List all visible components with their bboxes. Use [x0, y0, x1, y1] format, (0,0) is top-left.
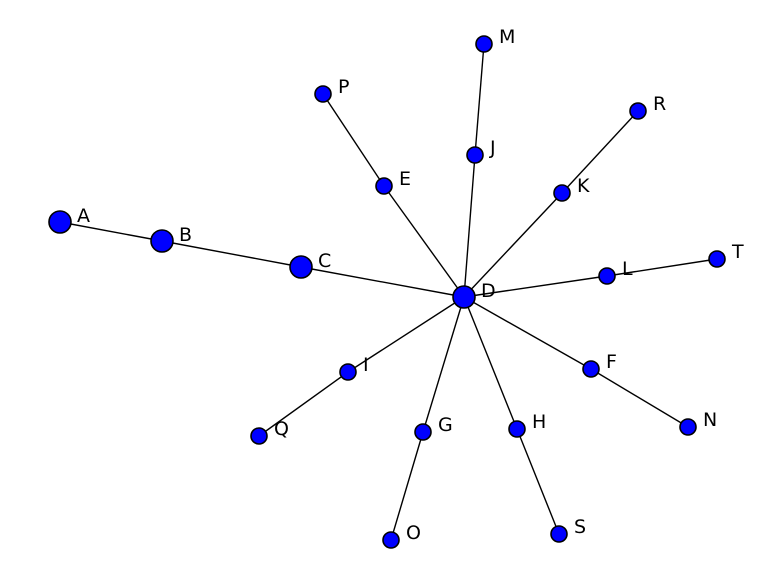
edge-f-n — [590, 368, 689, 428]
node-label-n: N — [703, 409, 717, 431]
edge-h-s — [516, 428, 560, 535]
node-h — [508, 420, 526, 438]
node-label-o: O — [406, 522, 421, 544]
node-m — [475, 35, 493, 53]
node-e — [375, 177, 393, 195]
edge-j-m — [474, 43, 485, 156]
node-g — [414, 423, 432, 441]
node-l — [598, 267, 616, 285]
edge-d-e — [383, 185, 465, 298]
node-label-r: R — [653, 93, 666, 115]
edge-g-o — [390, 431, 424, 541]
edge-b-c — [161, 240, 302, 268]
node-r — [629, 102, 647, 120]
edge-d-f — [463, 296, 592, 370]
node-label-l: L — [622, 258, 633, 280]
node-label-g: G — [438, 414, 453, 436]
edge-c-d — [300, 266, 465, 298]
node-o — [382, 531, 400, 549]
node-b — [150, 229, 174, 253]
node-p — [314, 85, 332, 103]
node-label-c: C — [318, 250, 331, 272]
node-t — [708, 250, 726, 268]
edge-d-k — [463, 192, 563, 298]
edge-k-r — [561, 110, 639, 194]
node-i — [339, 363, 357, 381]
edge-d-h — [463, 296, 518, 430]
node-s — [550, 525, 568, 543]
nodes-layer — [48, 35, 726, 549]
node-label-j: J — [489, 137, 496, 159]
edge-e-p — [322, 93, 385, 187]
labels-layer: A B C D E F G H I J K L M N O P Q R S T — [77, 26, 744, 544]
edge-d-i — [347, 296, 465, 373]
node-f — [582, 360, 600, 378]
node-j — [466, 146, 484, 164]
node-d — [452, 285, 476, 309]
edge-l-t — [606, 258, 718, 277]
node-label-q: Q — [274, 418, 289, 440]
edge-i-q — [258, 371, 349, 437]
node-a — [48, 210, 72, 234]
edge-a-b — [59, 221, 163, 242]
node-label-t: T — [731, 241, 744, 263]
node-label-k: K — [577, 175, 590, 197]
node-label-d: D — [481, 280, 496, 302]
node-label-i: I — [363, 354, 369, 376]
edge-d-g — [422, 296, 465, 433]
node-q — [250, 427, 268, 445]
node-n — [679, 418, 697, 436]
edge-d-j — [463, 154, 476, 298]
node-k — [553, 184, 571, 202]
node-label-m: M — [499, 26, 515, 48]
edges-layer — [59, 43, 718, 541]
node-label-b: B — [179, 224, 192, 246]
node-label-a: A — [77, 205, 90, 227]
edge-d-l — [463, 275, 608, 298]
node-c — [289, 255, 313, 279]
node-label-p: P — [338, 76, 349, 98]
node-label-f: F — [606, 351, 617, 373]
node-label-s: S — [574, 516, 586, 538]
node-label-h: H — [532, 411, 546, 433]
node-label-e: E — [399, 168, 411, 190]
